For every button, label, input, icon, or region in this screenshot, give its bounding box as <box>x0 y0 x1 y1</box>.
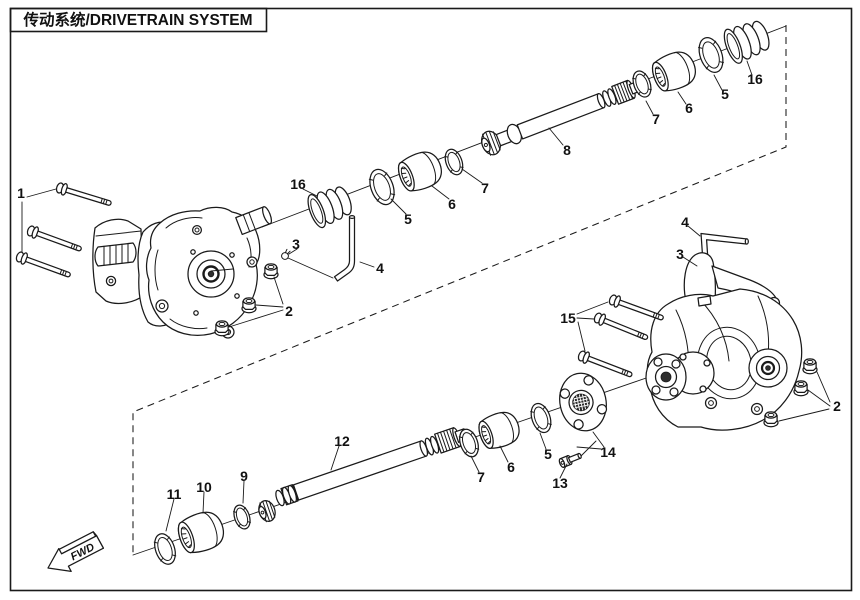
title-block: 传动系统/DRIVETRAIN SYSTEM <box>9 7 268 33</box>
part-12-spline-end <box>255 497 279 525</box>
reference-frame-dashed <box>132 25 787 556</box>
nut <box>802 358 818 375</box>
callout-10: 10 <box>196 479 212 495</box>
part-9-snap-ring <box>230 502 254 532</box>
bolt <box>54 180 114 210</box>
part-13-bolt <box>558 452 582 468</box>
rear-gearbox-lug <box>683 252 717 303</box>
callouts: 1 2 3 4 16 5 6 7 8 7 6 5 16 4 3 15 2 11 … <box>17 71 841 502</box>
part-7-snap-ring <box>441 146 467 178</box>
part-5-snap-ring <box>693 33 729 77</box>
callout-1: 1 <box>17 185 25 201</box>
part-12-rear-propshaft <box>275 427 469 507</box>
page-title: 传动系统/DRIVETRAIN SYSTEM <box>22 10 252 29</box>
part-6-coupling <box>393 146 447 197</box>
part-5-snap-ring <box>526 400 556 436</box>
part-14-flange <box>559 372 608 432</box>
leader-lines <box>21 60 831 532</box>
callout-14: 14 <box>600 444 616 460</box>
callout-6: 6 <box>685 100 693 116</box>
callout-2: 2 <box>833 398 841 414</box>
callout-15: 15 <box>560 310 576 326</box>
callout-7: 7 <box>652 111 660 127</box>
rear-gearbox-housing <box>646 288 803 431</box>
nut <box>793 380 809 397</box>
callout-16: 16 <box>747 71 763 87</box>
callout-11: 11 <box>167 486 182 502</box>
bolt <box>25 223 84 256</box>
fwd-direction-arrow: FWD <box>47 531 105 573</box>
nut <box>214 320 230 337</box>
front-breather-tube <box>333 214 356 282</box>
rear-gearbox-breather-boss <box>697 295 712 307</box>
bolt <box>592 310 651 345</box>
part-10-sleeve <box>173 506 229 558</box>
callout-9: 9 <box>240 468 248 484</box>
callout-6: 6 <box>507 459 515 475</box>
nut <box>263 263 279 280</box>
part-16-collar <box>303 181 357 231</box>
callout-7: 7 <box>481 180 489 196</box>
title-box <box>9 7 268 33</box>
page-border <box>9 7 853 592</box>
front-breather-clamp <box>281 248 291 260</box>
callout-3: 3 <box>676 246 684 262</box>
callout-5: 5 <box>721 86 729 102</box>
callout-12: 12 <box>334 433 350 449</box>
nut <box>241 297 257 314</box>
callout-8: 8 <box>563 142 571 158</box>
callout-5: 5 <box>544 446 552 462</box>
callout-4: 4 <box>376 260 384 276</box>
callout-6: 6 <box>448 196 456 212</box>
front-gearbox-actuator <box>92 218 144 305</box>
part-16-collar <box>719 15 775 67</box>
rear-propshaft-group <box>150 372 608 568</box>
callout-7: 7 <box>477 469 485 485</box>
part-11-snap-ring <box>150 530 180 568</box>
callout-3: 3 <box>292 236 300 252</box>
callout-4: 4 <box>681 214 689 230</box>
nut <box>763 411 779 428</box>
front-propshaft-group <box>303 15 775 231</box>
callout-5: 5 <box>404 211 412 227</box>
part-6-coupling <box>647 46 701 97</box>
bolt <box>14 249 73 282</box>
callout-2: 2 <box>285 303 293 319</box>
part-8-front-propshaft <box>477 79 642 159</box>
part-6-coupling <box>474 407 524 453</box>
callout-16: 16 <box>290 176 306 192</box>
callout-13: 13 <box>552 475 568 491</box>
front-gearbox <box>92 206 273 339</box>
front-gearbox-output-neck <box>235 206 273 236</box>
rear-gearbox <box>645 252 803 431</box>
